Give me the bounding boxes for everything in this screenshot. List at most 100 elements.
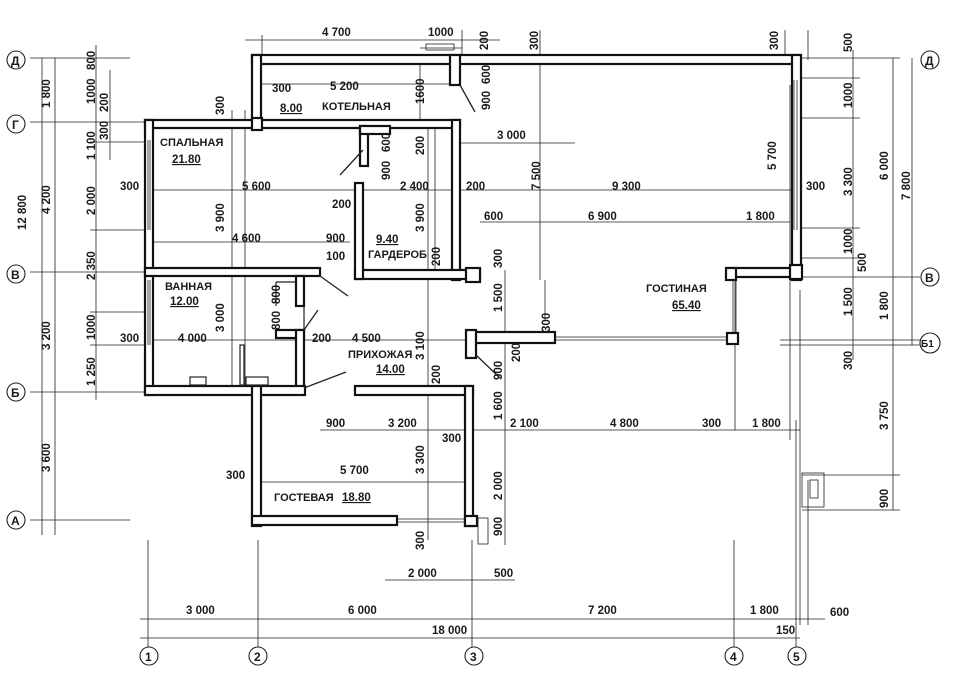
dim-label: 4 800 [610, 418, 639, 430]
dim-label: 900 [481, 91, 493, 110]
dim-label: 150 [776, 625, 795, 637]
dim-label: 200 [99, 93, 111, 112]
dim-label: 200 [332, 199, 351, 211]
dim-label: 1000 [843, 82, 855, 108]
dim-label: 200 [415, 136, 427, 155]
room-gostevaya-area: 18.80 [342, 492, 371, 504]
dim-label: 300 [226, 470, 245, 482]
axis-D-left: Д [11, 54, 20, 68]
dim-label: 800 [271, 285, 283, 304]
dim-label: 1600 [415, 78, 427, 104]
dim-label: 300 [541, 313, 553, 332]
dim-label: 2 000 [86, 186, 98, 215]
axis-B-left: Б [11, 386, 20, 400]
dim-label: 2 100 [510, 418, 539, 430]
axis-markers: 1 2 3 4 5 Д Г В Б А Д В Б1 [6, 50, 941, 666]
dim-label: 3 600 [41, 443, 53, 472]
dim-label: 1000 [86, 78, 98, 104]
dim-label: 1 500 [493, 283, 505, 312]
dimension-text-vertical: 200 300 300 500 300 1600 600 900 7 500 5… [17, 31, 913, 550]
dim-label: 300 [702, 418, 721, 430]
dim-label: 1 100 [86, 131, 98, 160]
dim-label: 12 800 [17, 195, 29, 230]
dim-label: 600 [381, 133, 393, 152]
dim-label: 2 400 [400, 181, 429, 193]
dim-label: 3 000 [497, 130, 526, 142]
dim-label: 5 700 [767, 141, 779, 170]
dim-label: 200 [312, 333, 331, 345]
dim-label: 7 800 [901, 171, 913, 200]
axis-B1-right: Б1 [921, 339, 934, 350]
dim-label: 600 [484, 211, 503, 223]
dim-label: 900 [879, 489, 891, 508]
dim-label: 4 200 [41, 185, 53, 214]
room-garderob-name: ГАРДЕРОБ [368, 249, 427, 261]
dim-label: 600 [830, 607, 849, 619]
dim-label: 900 [381, 161, 393, 180]
room-spalnaya-area: 21.80 [172, 154, 201, 166]
room-gostevaya-name: ГОСТЕВАЯ [274, 492, 334, 504]
dim-label: 200 [479, 31, 491, 50]
windows [147, 43, 825, 545]
dim-label: 3 900 [215, 203, 227, 232]
dim-label: 900 [326, 233, 345, 245]
dimension-text-horizontal: 4 700 1000 300 5 200 3 000 300 5 600 2 4… [120, 27, 849, 637]
axis-3-label: 3 [470, 650, 477, 664]
walls [143, 53, 804, 528]
dim-label: 7 200 [588, 605, 617, 617]
axis-V-right: В [925, 271, 934, 285]
dim-label: 900 [493, 361, 505, 380]
dim-label: 900 [493, 517, 505, 536]
dim-label: 4 500 [352, 333, 381, 345]
dim-label: 6 900 [588, 211, 617, 223]
dim-label: 3 000 [186, 605, 215, 617]
dim-label: 1000 [843, 228, 855, 254]
dim-label: 300 [529, 31, 541, 50]
dim-label: 500 [857, 253, 869, 272]
axis-4-label: 4 [730, 650, 737, 664]
dim-label: 200 [431, 247, 443, 266]
dim-label: 3 000 [215, 303, 227, 332]
dim-label: 4 700 [322, 27, 351, 39]
dim-label: 200 [511, 343, 523, 362]
dim-label: 7 500 [531, 161, 543, 190]
room-vannaya-area: 12.00 [170, 296, 199, 308]
dim-label: 6 000 [879, 151, 891, 180]
axis-2-label: 2 [254, 650, 261, 664]
room-spalnaya-name: СПАЛЬНАЯ [160, 137, 223, 149]
room-kotelnaya-area: 8.00 [280, 103, 302, 115]
dim-label: 1 800 [752, 418, 781, 430]
dim-label: 5 700 [340, 465, 369, 477]
axis-G-left: Г [12, 118, 19, 132]
dim-label: 300 [769, 31, 781, 50]
dim-label: 300 [415, 531, 427, 550]
dim-label: 1 800 [41, 79, 53, 108]
room-kotelnaya-name: КОТЕЛЬНАЯ [322, 101, 391, 113]
dim-label: 1 250 [86, 357, 98, 386]
dim-label: 300 [272, 83, 291, 95]
dim-label: 900 [326, 418, 345, 430]
dim-label: 800 [271, 311, 283, 330]
doors [189, 84, 501, 389]
dim-label: 200 [431, 365, 443, 384]
dim-label: 4 000 [178, 333, 207, 345]
dim-label: 1000 [86, 314, 98, 340]
dim-label: 1 800 [746, 211, 775, 223]
axis-D-right: Д [925, 54, 934, 68]
axis-A-left: А [11, 514, 20, 528]
dim-label: 600 [481, 65, 493, 84]
dim-label: 5 200 [330, 81, 359, 93]
dim-label: 3 750 [879, 401, 891, 430]
dim-label: 200 [466, 181, 485, 193]
room-prihozhaya-name: ПРИХОЖАЯ [348, 349, 412, 361]
dim-label: 2 000 [408, 568, 437, 580]
axis-1-label: 1 [145, 650, 152, 664]
dim-label: 1 800 [750, 605, 779, 617]
dim-label: 1 600 [493, 391, 505, 420]
axis-5-label: 5 [793, 650, 800, 664]
dim-label: 3 100 [415, 331, 427, 360]
room-garderob-area: 9.40 [376, 234, 398, 246]
dim-label: 2 000 [493, 471, 505, 500]
